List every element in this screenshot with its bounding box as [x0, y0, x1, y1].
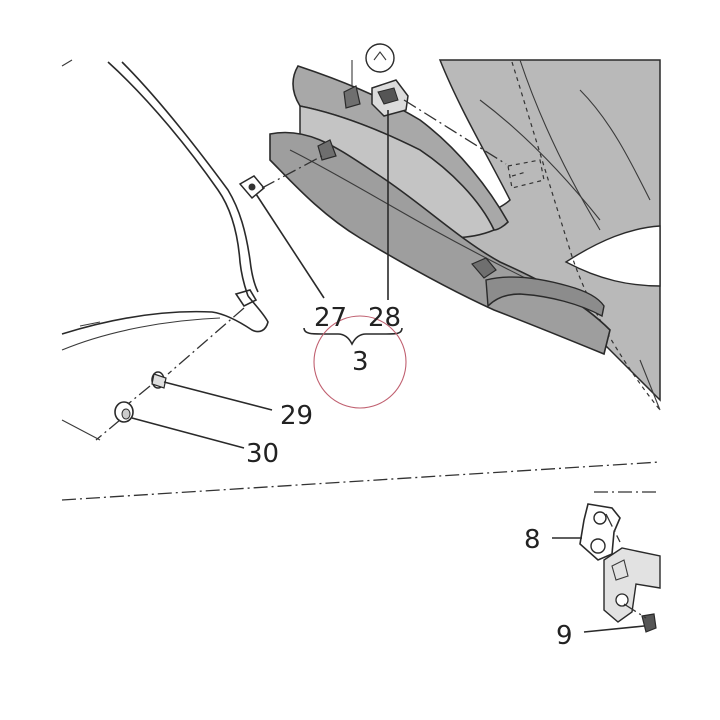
- right-body-panel: [438, 59, 661, 411]
- assembly-brace: [303, 327, 403, 346]
- callout-29: 29: [280, 401, 313, 431]
- pin-29: [151, 371, 167, 389]
- clip-28: [351, 43, 409, 117]
- clip-27: [238, 175, 266, 200]
- bracket-8: [579, 503, 621, 561]
- callout-8: 8: [524, 525, 541, 555]
- trim-strip: [269, 65, 611, 356]
- hinge-bracket: [603, 547, 661, 623]
- callout-27: 27: [314, 303, 347, 333]
- highlight-circle: [313, 315, 407, 409]
- callout-30: 30: [246, 439, 279, 469]
- left-body-panel: [61, 59, 269, 441]
- center-lines: [61, 99, 661, 619]
- leader-lines: [131, 110, 645, 633]
- screw-9: [641, 613, 657, 633]
- callout-9: 9: [556, 621, 573, 651]
- callout-3: 3: [352, 347, 369, 377]
- washer-30: [114, 401, 134, 423]
- callout-28: 28: [368, 303, 401, 333]
